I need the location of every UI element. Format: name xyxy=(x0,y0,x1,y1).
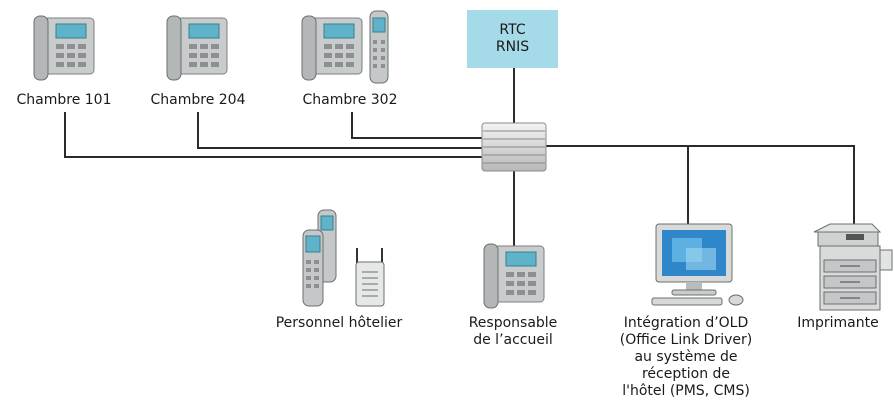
old-integration-label: Intégration d’OLD (Office Link Driver) a… xyxy=(619,315,753,399)
desk-phone-icon xyxy=(483,243,545,309)
dect-handset-icon xyxy=(302,209,385,307)
desk-phone-icon xyxy=(301,10,389,84)
line-room204 xyxy=(197,112,484,149)
line-printer xyxy=(544,145,855,224)
rnis-label: RNIS xyxy=(495,39,530,55)
dect-base-station-icon xyxy=(355,248,385,307)
room101-label: Chambre 101 xyxy=(16,92,112,108)
printer-icon xyxy=(813,223,893,311)
line-room302 xyxy=(351,112,484,139)
desk-phone-icon xyxy=(166,15,228,81)
room302-label: Chambre 302 xyxy=(302,92,398,108)
rtc-label: RTC xyxy=(499,22,526,38)
network-switch-icon xyxy=(481,122,547,172)
computer-icon xyxy=(651,223,744,306)
line-room101 xyxy=(64,112,484,158)
reception-label: Responsable de l’accueil xyxy=(468,315,558,348)
room204-label: Chambre 204 xyxy=(150,92,246,108)
staff-label: Personnel hôtelier xyxy=(275,315,403,331)
dect-handset-icon xyxy=(369,10,389,84)
desk-phone-icon xyxy=(33,15,95,81)
rtc-rnis-box: RTC RNIS xyxy=(467,10,558,68)
printer-label: Imprimante xyxy=(797,315,879,331)
